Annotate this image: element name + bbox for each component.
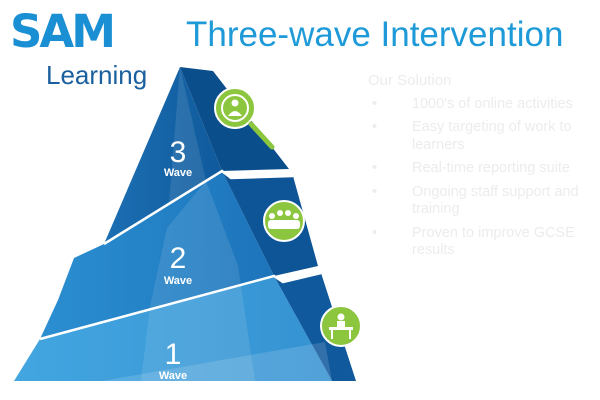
logo-wordmark: SAM <box>10 5 116 58</box>
wave-1-light-beam <box>141 266 255 381</box>
page-title: Three-wave Intervention <box>186 15 564 54</box>
sam-learning-logo: SAM Learning <box>10 5 147 92</box>
wave-3-front-face <box>104 67 222 244</box>
wave-2-front-face <box>40 171 274 339</box>
logo-subtitle: Learning <box>46 60 148 90</box>
wave-1-label: Wave <box>159 370 187 382</box>
solution-list: 1000's of online activities Easy targeti… <box>368 96 588 260</box>
tier-separator-upper <box>103 169 294 246</box>
wave-1-front-face <box>14 276 332 381</box>
person-desk-icon <box>320 305 362 347</box>
magnifier-person-icon <box>214 87 275 150</box>
list-item: 1000's of online activities <box>368 96 588 114</box>
list-item: Real-time reporting suite <box>368 160 588 178</box>
wave-2-number: 2 <box>170 242 187 275</box>
wave-2-label: Wave <box>164 275 192 287</box>
solution-heading: Our Solution <box>368 72 452 89</box>
group-people-icon <box>263 200 305 242</box>
solution-panel: Our Solution 1000's of online activities… <box>368 72 588 266</box>
list-item: Ongoing staff support and training <box>368 184 588 219</box>
wave-2-light-beam <box>150 181 238 306</box>
list-item: Easy targeting of work to learners <box>368 119 588 154</box>
wave-1-number: 1 <box>165 338 182 371</box>
wave-1-lower-band <box>102 342 332 381</box>
wave-1-side-face <box>274 273 356 381</box>
tier-separator-lower <box>39 271 322 341</box>
wave-3-label: Wave <box>164 167 192 179</box>
wave-3-number: 3 <box>170 136 187 169</box>
list-item: Proven to improve GCSE results <box>368 225 588 260</box>
